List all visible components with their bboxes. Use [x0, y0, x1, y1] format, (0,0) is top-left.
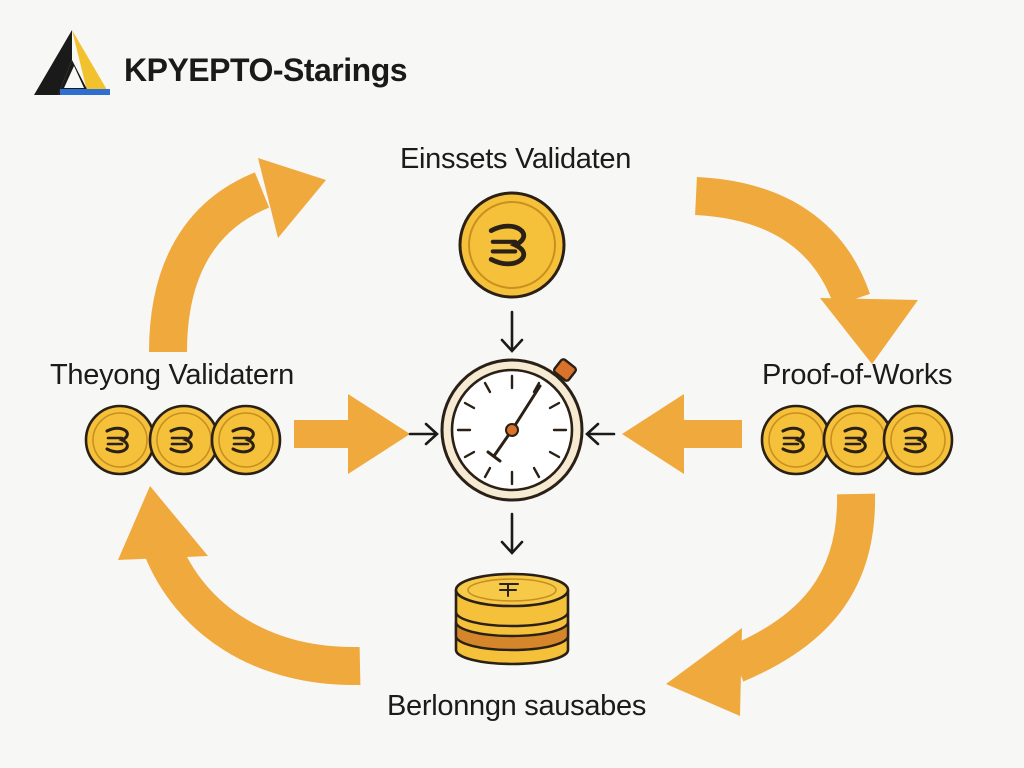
stopwatch-icon [440, 358, 584, 502]
cycle-arrow-bottom-right [666, 493, 876, 716]
arrow-left-to-center [294, 394, 410, 474]
node-label-top: Einssets Validaten [400, 143, 632, 175]
coin-stack-icon [454, 572, 570, 666]
small-arrow-down-bottom [500, 512, 524, 555]
brand-logo-icon [34, 30, 110, 95]
node-label-right: Proof-of-Works [762, 359, 953, 391]
small-arrow-down-top [500, 310, 524, 353]
top-coin-icon [458, 191, 566, 299]
small-arrow-left-right [585, 422, 616, 446]
cycle-arrow-top-left [149, 158, 326, 353]
cycle-arrow-bottom-left [118, 486, 361, 686]
arrow-right-to-center [622, 394, 742, 474]
right-coins-icon [760, 404, 954, 476]
node-label-left: Theyong Validatern [50, 359, 294, 391]
brand-name: KPYEPTO-Starings [124, 52, 408, 88]
cycle-arrow-top-right [694, 177, 918, 364]
node-label-bottom: Berlonngn sausabes [387, 690, 647, 722]
left-coins-icon [84, 404, 282, 476]
small-arrow-right-left [408, 422, 439, 446]
